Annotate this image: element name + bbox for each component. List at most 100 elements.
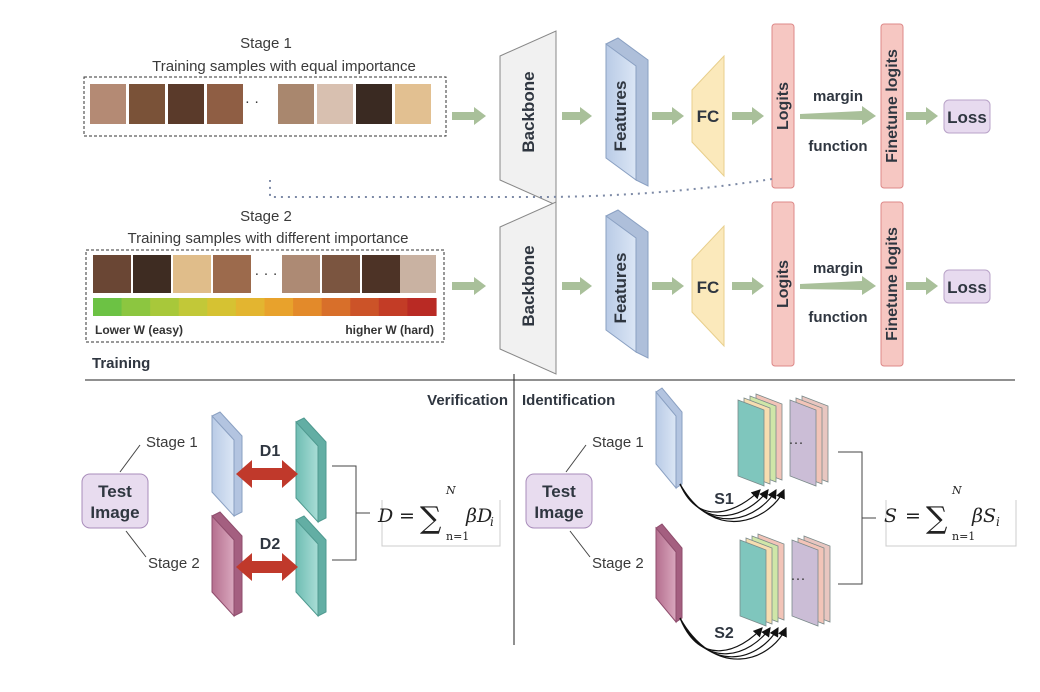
arrow-right-icon xyxy=(732,107,764,125)
arrow-right-icon xyxy=(906,277,938,295)
face-thumbnail xyxy=(213,255,251,293)
features-block xyxy=(605,37,649,187)
margin-label: margin xyxy=(813,260,863,277)
stage2-gallery-feature xyxy=(295,515,327,618)
branch-line xyxy=(125,530,147,558)
stage2-gallery-stack xyxy=(739,533,831,627)
formula-upper: N xyxy=(951,484,962,497)
logits-block xyxy=(771,201,795,367)
features-block xyxy=(605,209,649,359)
formula-sub: i xyxy=(490,515,494,529)
scale-segment xyxy=(264,298,294,316)
stage-transfer-connector xyxy=(269,178,773,199)
finetune-logits-block xyxy=(880,23,904,189)
d2-distance-arrow-icon xyxy=(236,553,298,581)
finetune-logits-label: Finetune logits xyxy=(884,49,901,163)
arrow-right-icon xyxy=(562,107,592,125)
stage1-samples-box xyxy=(83,76,447,137)
scale-segment xyxy=(350,298,380,316)
face-thumbnail xyxy=(362,255,400,293)
formula-lhs: D xyxy=(377,505,393,527)
verification-stage1-label: Stage 1 xyxy=(146,434,198,451)
features-label: Features xyxy=(611,253,630,324)
face-thumbnail xyxy=(168,84,204,124)
face-thumbnail xyxy=(129,84,165,124)
face-thumbnail xyxy=(93,255,131,293)
formula-upper: N xyxy=(445,484,456,497)
arrow-right-icon xyxy=(652,277,684,295)
formula-lhs: S xyxy=(884,505,897,527)
fc-block xyxy=(691,54,725,178)
identification-formula: S = ∑ N n=1 βS i xyxy=(884,484,1017,547)
s1-similarity-arrows xyxy=(679,483,785,523)
stage1-subtitle: Training samples with equal importance xyxy=(152,58,416,75)
formula-lower: n=1 xyxy=(952,530,975,543)
row1-arrows xyxy=(452,106,938,125)
gallery-feature-map xyxy=(737,399,765,487)
identification-stage1-label: Stage 1 xyxy=(592,434,644,451)
scale-low-label: Lower W (easy) xyxy=(95,323,183,337)
face-thumbnail xyxy=(173,255,211,293)
verification-stage2-label: Stage 2 xyxy=(148,555,200,572)
d1-label: D1 xyxy=(260,443,281,460)
formula-sum: ∑ xyxy=(420,501,442,536)
loss-label: Loss xyxy=(947,278,987,297)
stage1-query-feature xyxy=(655,387,683,490)
s2-label: S2 xyxy=(714,625,734,642)
stage2-subtitle: Training samples with different importan… xyxy=(128,230,409,247)
scale-segment xyxy=(150,298,180,316)
gallery-feature-map xyxy=(791,539,819,627)
formula-eq: = xyxy=(399,505,415,527)
verification-formula: D = ∑ N n=1 βD i xyxy=(377,484,501,547)
stage2-title: Stage 2 xyxy=(240,208,292,225)
scale-segment xyxy=(121,298,151,316)
face-thumbnail xyxy=(322,255,360,293)
gallery2-ellipsis: ··· xyxy=(791,570,806,587)
margin-arrow-icon xyxy=(800,106,876,125)
identification-bracket xyxy=(838,451,876,585)
logits-label: Logits xyxy=(775,260,792,308)
gallery-feature-map xyxy=(739,539,767,627)
row2-arrows xyxy=(452,276,938,295)
logits-label: Logits xyxy=(775,82,792,130)
scale-segment xyxy=(93,298,123,316)
margin-label: margin xyxy=(813,88,863,105)
stage1-gallery-feature xyxy=(295,417,327,524)
arrow-right-icon xyxy=(562,277,592,295)
scale-segment xyxy=(378,298,409,316)
scale-segment xyxy=(407,298,437,316)
arrow-right-icon xyxy=(906,107,938,125)
test-image-line2: Image xyxy=(90,503,139,522)
loss-label: Loss xyxy=(947,108,987,127)
d2-label: D2 xyxy=(260,536,281,553)
verification-test-image-box xyxy=(81,473,149,529)
identification-test-image-box xyxy=(525,473,593,529)
stage1-face-strip xyxy=(90,84,431,124)
face-thumbnail xyxy=(395,84,431,124)
test-image-line1: Test xyxy=(542,482,576,501)
identification-title: Identification xyxy=(522,392,615,409)
finetune-logits-label: Finetune logits xyxy=(884,227,901,341)
test-image-line1: Test xyxy=(98,482,132,501)
finetune-logits-block xyxy=(880,201,904,367)
branch-line xyxy=(569,530,591,558)
function-label: function xyxy=(808,138,867,155)
gallery-feature-map xyxy=(789,399,817,487)
stage2-face-strip xyxy=(93,255,436,293)
face-thumbnail xyxy=(400,255,436,293)
s1-label: S1 xyxy=(714,491,734,508)
formula-sub: i xyxy=(996,515,1000,529)
formula-term: βD xyxy=(465,505,492,527)
function-label: function xyxy=(808,309,867,326)
stage1-gallery-stack xyxy=(737,393,829,487)
scale-high-label: higher W (hard) xyxy=(345,323,434,337)
scale-segment xyxy=(235,298,266,316)
branch-line xyxy=(119,444,141,473)
loss-block xyxy=(943,99,991,134)
arrow-right-icon xyxy=(452,107,486,125)
d1-distance-arrow-icon xyxy=(236,460,298,488)
stage1-title: Stage 1 xyxy=(240,35,292,52)
logits-block xyxy=(771,23,795,189)
gallery1-ellipsis: ··· xyxy=(789,434,804,451)
backbone-label: Backbone xyxy=(519,71,538,152)
